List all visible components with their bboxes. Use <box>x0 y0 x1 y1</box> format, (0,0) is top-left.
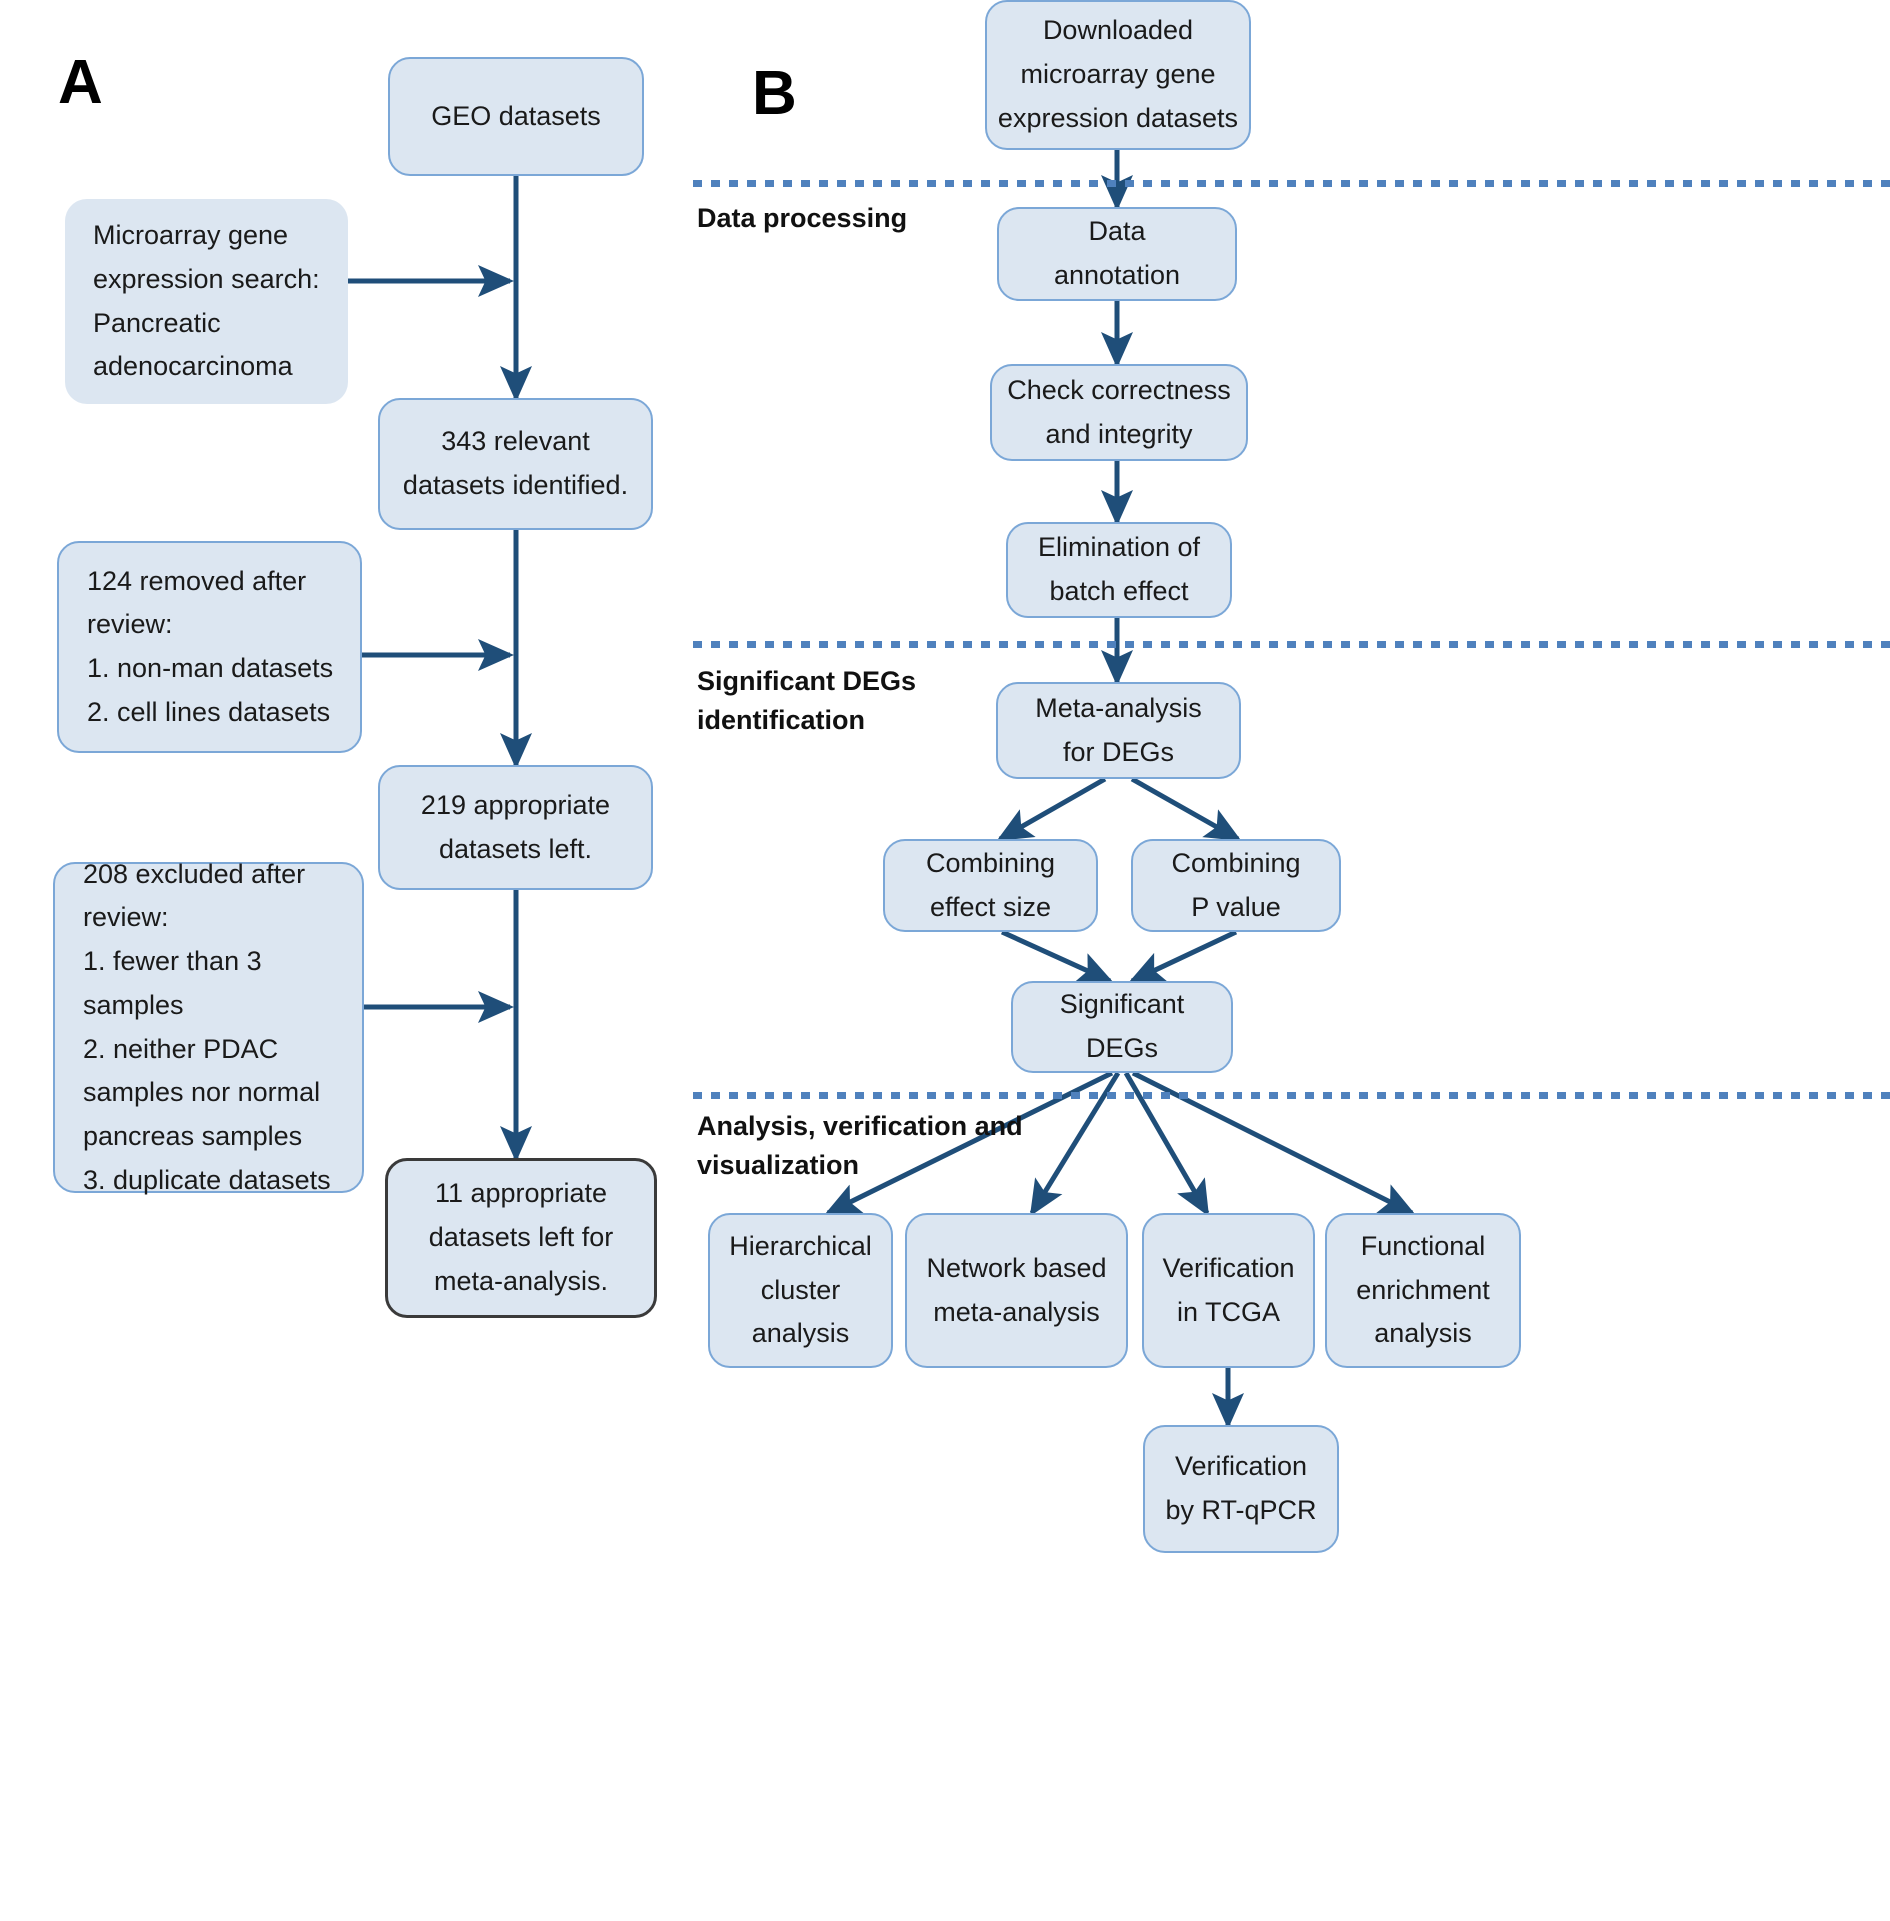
node-219-appropriate-label: 219 appropriate datasets left. <box>420 789 611 864</box>
node-combining-effect-size[interactable]: Combining effect size <box>883 839 1098 932</box>
node-network-based-meta-analysis-label: Network based meta-analysis <box>926 1252 1107 1327</box>
node-downloaded-datasets-label: Downloaded microarray gene expression da… <box>997 15 1239 133</box>
node-elimination-batch-effect[interactable]: Elimination of batch effect <box>1006 522 1232 618</box>
edge-meta-to-effectsize <box>996 776 1107 842</box>
node-verification-by-rtqpcr[interactable]: Verification by RT-qPCR <box>1143 1425 1339 1553</box>
node-219-appropriate[interactable]: 219 appropriate datasets left. <box>378 765 653 890</box>
node-11-appropriate-final-label: 11 appropriate datasets left for meta-an… <box>428 1178 614 1296</box>
node-verification-by-rtqpcr-label: Verification by RT-qPCR <box>1165 1451 1317 1525</box>
node-combining-p-value[interactable]: Combining P value <box>1131 839 1341 932</box>
node-network-based-meta-analysis[interactable]: Network based meta-analysis <box>905 1213 1128 1368</box>
node-significant-degs[interactable]: Significant DEGs <box>1011 981 1233 1073</box>
node-data-annotation[interactable]: Data annotation <box>997 207 1237 301</box>
node-verification-in-tcga[interactable]: Verification in TCGA <box>1142 1213 1315 1368</box>
divider-data-processing <box>693 180 1890 187</box>
node-geo-datasets-label: GEO datasets <box>431 100 601 131</box>
divider-analysis <box>693 1092 1890 1099</box>
edge-effectsize-to-sigdegs <box>1000 929 1114 984</box>
node-verification-in-tcga-label: Verification in TCGA <box>1162 1252 1295 1327</box>
node-124-removed-label: 124 removed after review: 1. non-man dat… <box>87 565 334 727</box>
panel-a-letter: A <box>58 48 103 117</box>
node-combining-effect-size-label: Combining effect size <box>925 847 1056 922</box>
node-functional-enrichment-analysis[interactable]: Functional enrichment analysis <box>1325 1213 1521 1368</box>
edge-meta-to-pvalue <box>1130 776 1242 842</box>
edge-pvalue-to-sigdegs <box>1128 929 1238 984</box>
node-downloaded-datasets[interactable]: Downloaded microarray gene expression da… <box>985 0 1251 150</box>
node-check-correctness-label: Check correctness and integrity <box>1007 374 1231 449</box>
node-hierarchical-cluster-analysis[interactable]: Hierarchical cluster analysis <box>708 1213 893 1368</box>
node-meta-analysis-degs[interactable]: Meta-analysis for DEGs <box>996 682 1241 779</box>
node-microarray-search-label: Microarray gene expression search: Pancr… <box>93 220 320 382</box>
node-microarray-search[interactable]: Microarray gene expression search: Pancr… <box>65 199 348 404</box>
node-significant-degs-label: Significant DEGs <box>1059 989 1185 1063</box>
node-geo-datasets[interactable]: GEO datasets <box>388 57 644 176</box>
node-hierarchical-cluster-analysis-label: Hierarchical cluster analysis <box>729 1230 872 1349</box>
stage-label-data-processing: Data processing <box>697 203 908 233</box>
node-208-excluded[interactable]: 208 excluded after review: 1. fewer than… <box>53 859 364 1195</box>
node-meta-analysis-degs-label: Meta-analysis for DEGs <box>1035 692 1202 767</box>
node-343-relevant-label: 343 relevant datasets identified. <box>402 426 629 500</box>
node-11-appropriate-final[interactable]: 11 appropriate datasets left for meta-an… <box>385 1158 657 1318</box>
node-343-relevant[interactable]: 343 relevant datasets identified. <box>378 398 653 530</box>
stage-label-significant-degs: Significant DEGs identification <box>697 666 917 736</box>
divider-significant-degs <box>693 641 1890 648</box>
node-elimination-batch-effect-label: Elimination of batch effect <box>1037 532 1201 606</box>
panel-b-letter: B <box>752 59 797 128</box>
node-208-excluded-label: 208 excluded after review: 1. fewer than… <box>83 858 331 1195</box>
node-124-removed[interactable]: 124 removed after review: 1. non-man dat… <box>57 541 362 753</box>
node-functional-enrichment-analysis-label: Functional enrichment analysis <box>1356 1230 1490 1349</box>
node-data-annotation-label: Data annotation <box>1053 216 1181 290</box>
stage-label-analysis: Analysis, verification and visualization <box>697 1111 1023 1181</box>
node-check-correctness[interactable]: Check correctness and integrity <box>990 364 1248 461</box>
node-combining-p-value-label: Combining P value <box>1171 847 1301 922</box>
